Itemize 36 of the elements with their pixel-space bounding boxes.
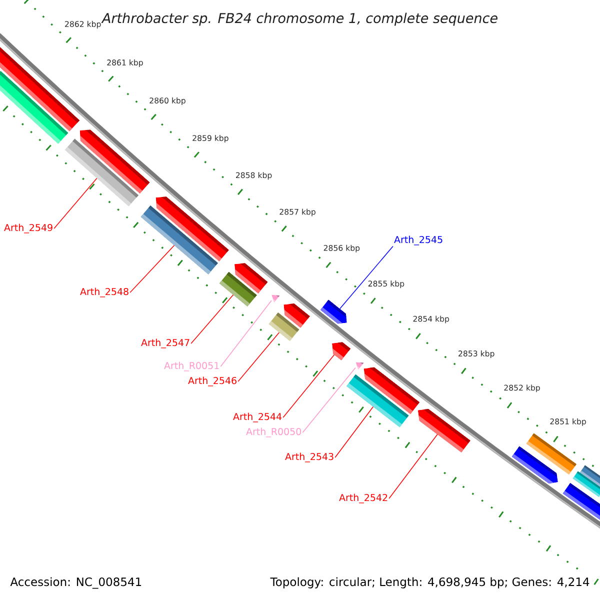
gene-label: Arth_2542 [339,494,388,504]
gene-label: Arth_R0050 [246,428,302,438]
leader-line [130,245,175,293]
title: Arthrobacter sp. FB24 chromosome 1, complete sequence [101,12,498,26]
gene-block [418,408,470,453]
gene-label: Arth_2543 [285,452,334,462]
leader-line [388,434,438,499]
gene-bar [268,312,300,342]
footer-text: Accession: NC_008541 [10,577,142,589]
gene-bar [0,70,68,144]
leader-line [190,294,234,344]
leader-line [302,367,356,433]
gene-label: Arth_2547 [141,338,190,348]
gene-block [332,342,351,360]
gene-bar [64,138,139,206]
gene-bar [140,205,218,274]
gene-triangle [356,362,364,370]
gene-bar [346,374,409,428]
leader-line [282,354,335,418]
gene-label: Arth_R0051 [164,362,219,372]
leader-line [54,178,98,229]
leader-line [238,332,280,382]
gene-label: Arth_2548 [80,288,128,298]
gene-bar [219,272,257,307]
gene-block [320,300,347,324]
footer-text: Topology: circular; Length: 4,698,945 bp; Genes: 4,214 [270,577,590,588]
gene-bar [572,471,600,498]
gene-label: Arth_2546 [188,376,236,386]
gene-label: Arth_2545 [394,236,442,246]
gene-triangle [272,294,280,303]
leader-line [220,300,272,367]
gene-label: Arth_2544 [233,412,282,422]
gene-label: Arth_2549 [4,224,52,234]
leader-line [339,246,394,310]
gene-bar [526,433,577,475]
leader-line [334,406,374,458]
